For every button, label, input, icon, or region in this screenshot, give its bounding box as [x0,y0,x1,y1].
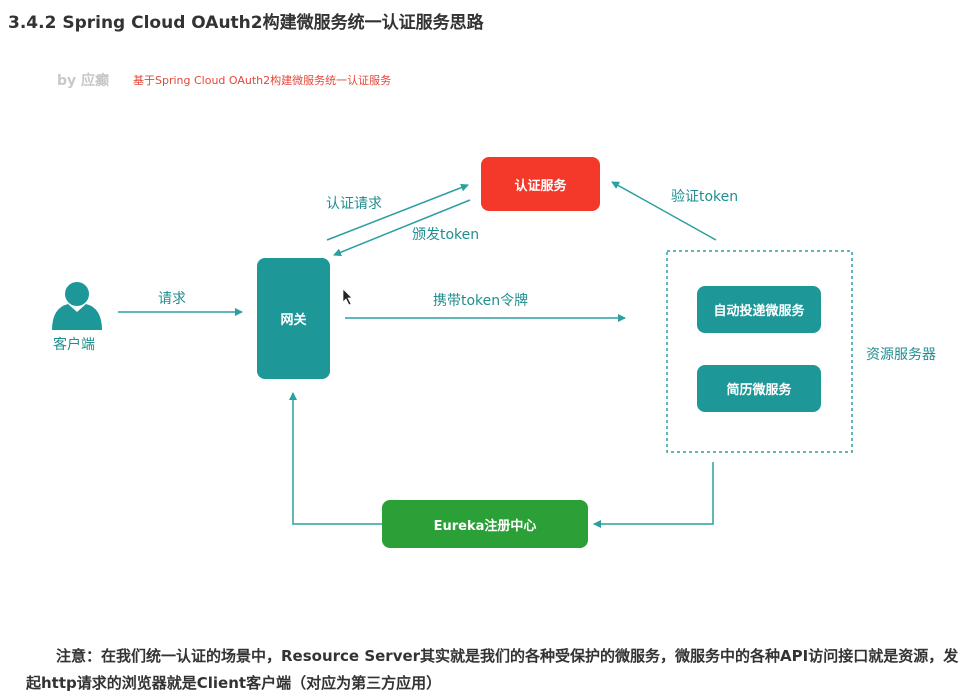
issue-token-label: 颁发token [412,227,480,243]
verify-token-label: 验证token [671,189,739,205]
carry-token-label: 携带token令牌 [433,293,529,309]
request-label: 请求 [158,291,186,307]
resume-service-node: 简历微服务 [697,365,821,412]
gateway-node: 网关 [257,258,330,379]
arrow-resource-to-auth [611,181,717,241]
client-label: 客户端 [53,337,95,353]
diagram-subtitle: 基于Spring Cloud OAuth2构建微服务统一认证服务 [133,74,392,87]
arrow-auth-to-gateway [333,199,471,257]
page-title: 3.4.2 Spring Cloud OAuth2构建微服务统一认证服务思路 [8,13,484,33]
mouse-cursor-icon [342,288,353,306]
auth-service-node: 认证服务 [481,157,600,211]
resource-server-label: 资源服务器 [866,347,936,363]
auth-request-label: 认证请求 [326,196,382,212]
user-icon [52,282,102,330]
resource-server-container [666,250,853,453]
note-paragraph: 注意：在我们统一认证的场景中，Resource Server其实就是我们的各种受… [26,647,959,692]
diagram-byline: by 应癫 [57,73,110,89]
auto-delivery-service-node: 自动投递微服务 [697,286,821,333]
arrow-gateway-to-auth [326,183,469,241]
arrow-eureka-to-gateway [289,392,382,525]
arrow-resource-to-eureka [593,462,714,528]
eureka-registry-node: Eureka注册中心 [382,500,588,548]
